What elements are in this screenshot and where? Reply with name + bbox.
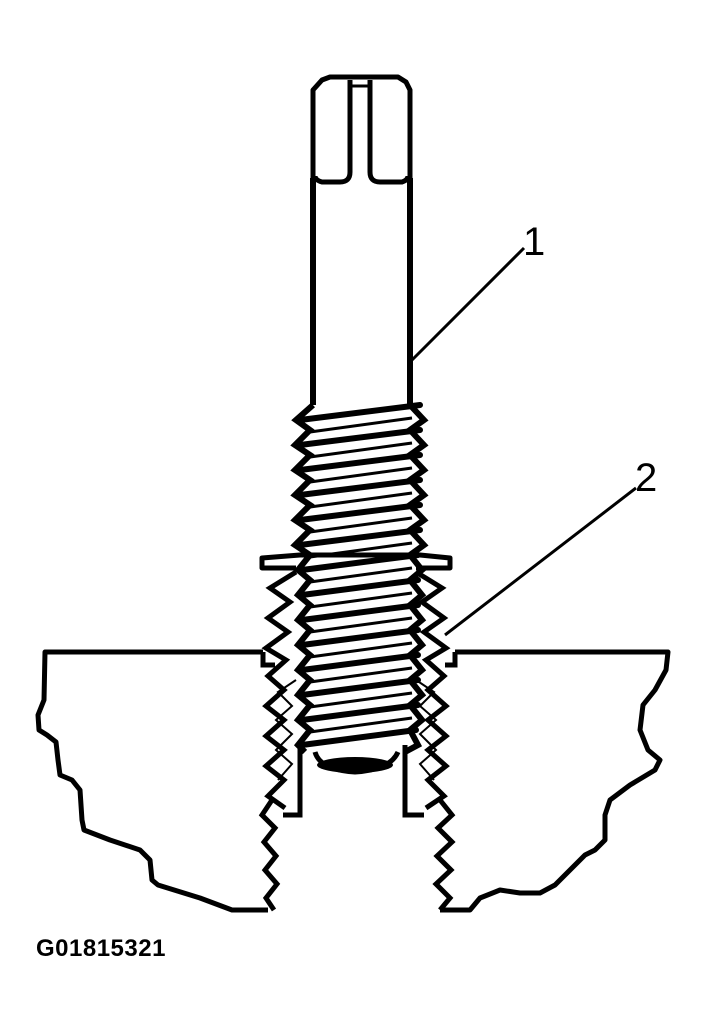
callout-2-label: 2 bbox=[635, 456, 658, 500]
screw-head-outline bbox=[310, 74, 413, 178]
screw-thread-roots bbox=[309, 416, 413, 734]
callout-1-label: 1 bbox=[523, 220, 546, 264]
screw-slot bbox=[312, 80, 411, 185]
insert-left-outer-thread-inner bbox=[274, 679, 297, 781]
insert-sleeve-left-wall bbox=[283, 745, 303, 818]
housing-left-thread-profile bbox=[258, 798, 281, 912]
housing-right-step bbox=[445, 652, 458, 668]
insert-right-outer-thread-inner bbox=[415, 679, 438, 781]
housing-right-thread-profile bbox=[432, 798, 456, 912]
insert-left-outer-thread bbox=[261, 569, 298, 811]
housing-left-step bbox=[260, 652, 275, 668]
housing-left-section bbox=[35, 649, 268, 913]
insert-sleeve-right-wall bbox=[402, 745, 424, 818]
screw-thread-crests bbox=[297, 402, 423, 748]
screw-left-thread-profile bbox=[290, 402, 315, 755]
figure-id-caption: G01815321 bbox=[36, 935, 166, 962]
housing-right-section bbox=[440, 649, 671, 913]
insert-flange bbox=[259, 552, 453, 571]
insert-right-outer-thread bbox=[414, 569, 451, 811]
callout-1-leader bbox=[408, 246, 526, 364]
callout-2-leader bbox=[444, 486, 637, 637]
